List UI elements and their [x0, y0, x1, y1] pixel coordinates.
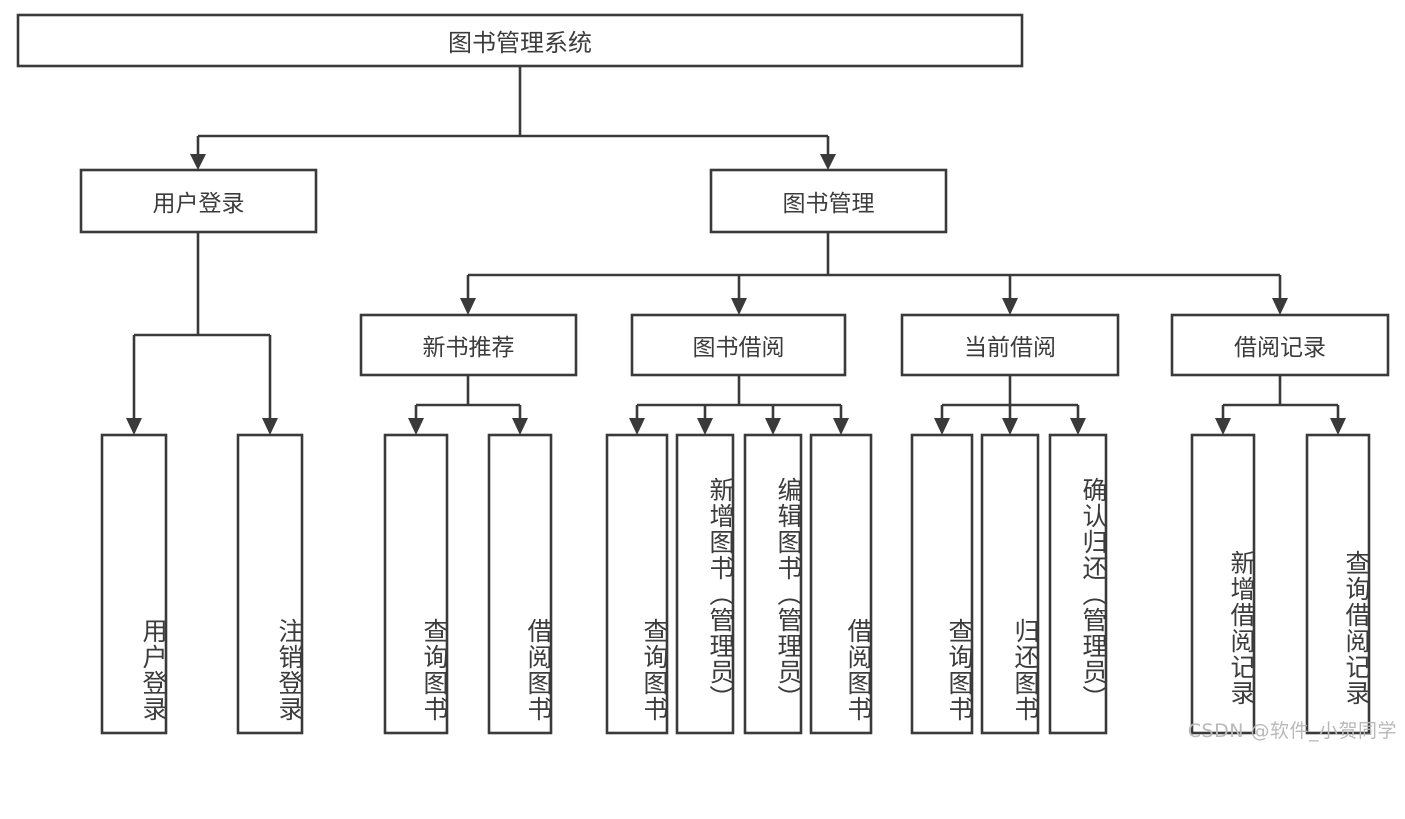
- node-leaf-user-login-1[interactable]: [100, 433, 168, 735]
- arrow-user-login-leaf-1: [126, 418, 142, 435]
- node-leaf-book-borrow-2[interactable]: [675, 433, 735, 735]
- node-leaf-book-borrow-1[interactable]: [605, 433, 669, 735]
- node-leaf-borrow-record-1[interactable]: [1190, 433, 1256, 735]
- arrow-current-borrow-leaf-3: [1070, 418, 1086, 435]
- node-leaf-user-login-2[interactable]: [236, 433, 304, 735]
- arrow-book-mgmt-to-new-book: [460, 298, 476, 315]
- node-book-management[interactable]: [709, 168, 948, 234]
- node-leaf-current-borrow-1[interactable]: [910, 433, 974, 735]
- node-leaf-borrow-record-2[interactable]: [1305, 433, 1371, 735]
- node-current-borrow[interactable]: [900, 313, 1120, 377]
- node-leaf-new-book-1[interactable]: [383, 433, 449, 735]
- node-leaf-book-borrow-3[interactable]: [743, 433, 803, 735]
- arrow-book-mgmt-to-borrow-record: [1272, 298, 1288, 315]
- arrow-book-borrow-leaf-1: [629, 418, 645, 435]
- arrow-user-login-leaf-2: [262, 418, 278, 435]
- node-leaf-new-book-2[interactable]: [487, 433, 553, 735]
- connector-layer: [126, 66, 1346, 435]
- node-leaf-book-borrow-4[interactable]: [809, 433, 873, 735]
- node-root-book-management-system[interactable]: [16, 13, 1024, 68]
- arrow-borrow-record-leaf-2: [1330, 418, 1346, 435]
- node-box-layer: [16, 13, 1390, 735]
- node-borrow-record[interactable]: [1170, 313, 1390, 377]
- arrow-root-to-user-login: [190, 154, 206, 170]
- arrow-new-book-leaf-1: [408, 418, 424, 435]
- arrow-borrow-record-leaf-1: [1215, 418, 1231, 435]
- node-leaf-current-borrow-3[interactable]: [1048, 433, 1108, 735]
- node-leaf-current-borrow-2[interactable]: [980, 433, 1040, 735]
- arrow-book-borrow-leaf-4: [833, 418, 849, 435]
- arrow-root-to-book-mgmt: [820, 154, 836, 170]
- node-book-borrow[interactable]: [630, 313, 847, 377]
- arrow-current-borrow-leaf-2: [1002, 418, 1018, 435]
- diagram-canvas: 图书管理系统 用户登录 图书管理 新书推荐 图书借阅 当前借阅 借阅记录 用户登…: [16, 13, 1397, 742]
- arrow-current-borrow-leaf-1: [934, 418, 950, 435]
- diagram-svg: [16, 13, 1390, 735]
- node-user-login[interactable]: [79, 168, 318, 234]
- arrow-book-mgmt-to-current-borrow: [1002, 298, 1018, 315]
- arrow-new-book-leaf-2: [512, 418, 528, 435]
- arrow-book-mgmt-to-book-borrow: [731, 298, 747, 315]
- node-new-book-recommend[interactable]: [359, 313, 578, 377]
- arrow-book-borrow-leaf-2: [697, 418, 713, 435]
- arrow-book-borrow-leaf-3: [765, 418, 781, 435]
